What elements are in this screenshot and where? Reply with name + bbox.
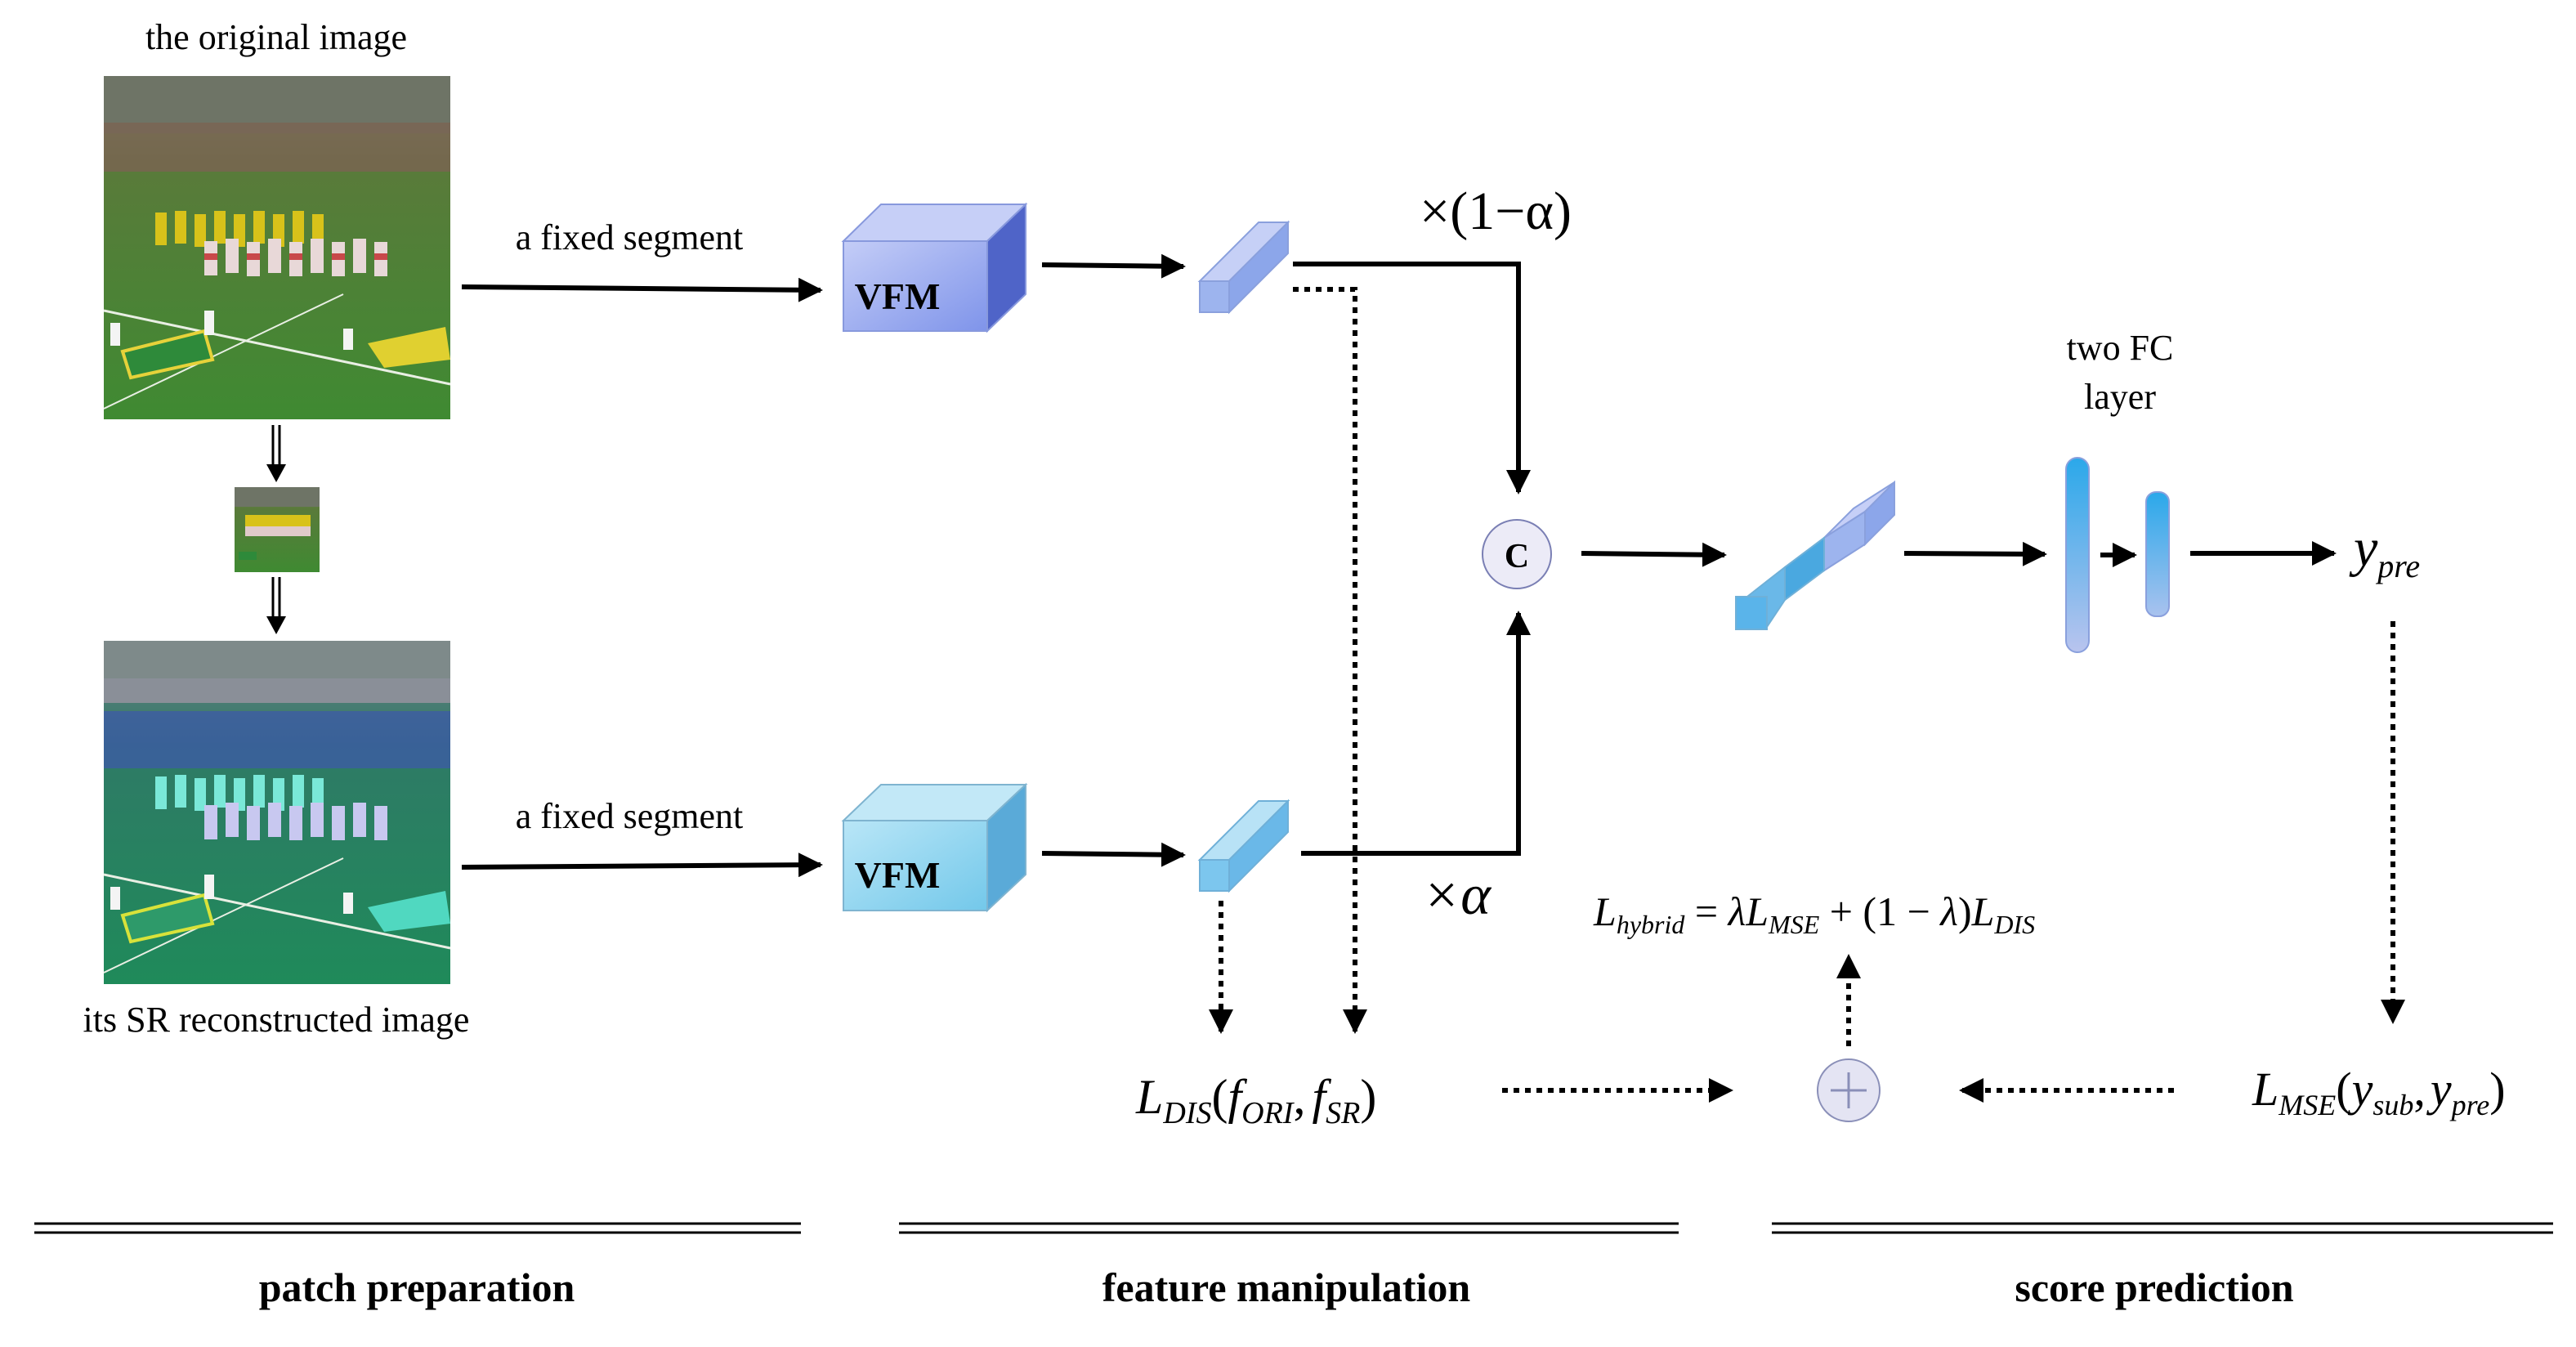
y-pre-label: ypre — [2349, 518, 2420, 584]
downscale-arrow — [266, 425, 286, 482]
arrow-vfm-to-feature-top — [1041, 253, 1186, 279]
feature-vector-ori — [1197, 220, 1290, 315]
sr-image — [103, 641, 451, 984]
weight-top-label: ×(1−α) — [1420, 181, 1572, 241]
fc-label-line2: layer — [2084, 377, 2156, 417]
original-image-caption: the original image — [145, 17, 407, 57]
fused-feature-vector — [1735, 480, 1895, 630]
fc-layer-2 — [2145, 491, 2170, 617]
section-divider-feature — [899, 1222, 1679, 1234]
arrow-fused-to-fc — [1903, 541, 2047, 566]
arrow-original-to-vfm — [461, 277, 823, 302]
fixed-segment-label-top: a fixed segment — [516, 217, 744, 257]
dotted-arrow-ori-to-ldis — [1293, 287, 1367, 1034]
thumbnail-image — [235, 487, 320, 572]
l-dis-formula: LDIS(fORI,fSR) — [1135, 1070, 1376, 1130]
arrow-sr-to-concat — [1301, 611, 1531, 856]
arrow-vfm-to-feature-bottom — [1041, 842, 1186, 867]
vfm-label-bottom: VFM — [855, 854, 941, 896]
l-hybrid-formula: Lhybrid = λLMSE + (1 − λ)LDIS — [1593, 888, 2035, 939]
l-mse-formula: LMSE(ysub,ypre) — [2252, 1063, 2506, 1121]
concat-node — [1482, 519, 1552, 589]
arrow-sr-to-vfm — [461, 853, 823, 878]
arrow-ori-to-concat — [1293, 262, 1531, 494]
plus-icon — [1831, 1072, 1867, 1108]
section-label-score: score prediction — [2015, 1264, 2293, 1310]
section-label-feature: feature manipulation — [1102, 1264, 1471, 1310]
fc-label-line1: two FC — [2067, 328, 2174, 368]
arrow-concat-to-fused — [1581, 542, 1727, 567]
vfm-block-bottom — [841, 782, 1028, 913]
upscale-arrow — [266, 577, 286, 634]
section-divider-patch — [34, 1222, 801, 1234]
section-divider-score — [1772, 1222, 2553, 1234]
concat-label: C — [1505, 538, 1529, 575]
sr-image-caption: its SR reconstructed image — [83, 1000, 470, 1040]
feature-vector-sr — [1197, 799, 1290, 893]
fixed-segment-label-bottom: a fixed segment — [516, 796, 744, 836]
fc-layer-1 — [2065, 457, 2090, 653]
weight-bottom-label: ×α — [1422, 864, 1491, 927]
vfm-block-top — [841, 202, 1028, 333]
vfm-label-top: VFM — [855, 275, 941, 317]
original-image — [103, 76, 451, 419]
section-label-patch: patch preparation — [259, 1264, 575, 1310]
